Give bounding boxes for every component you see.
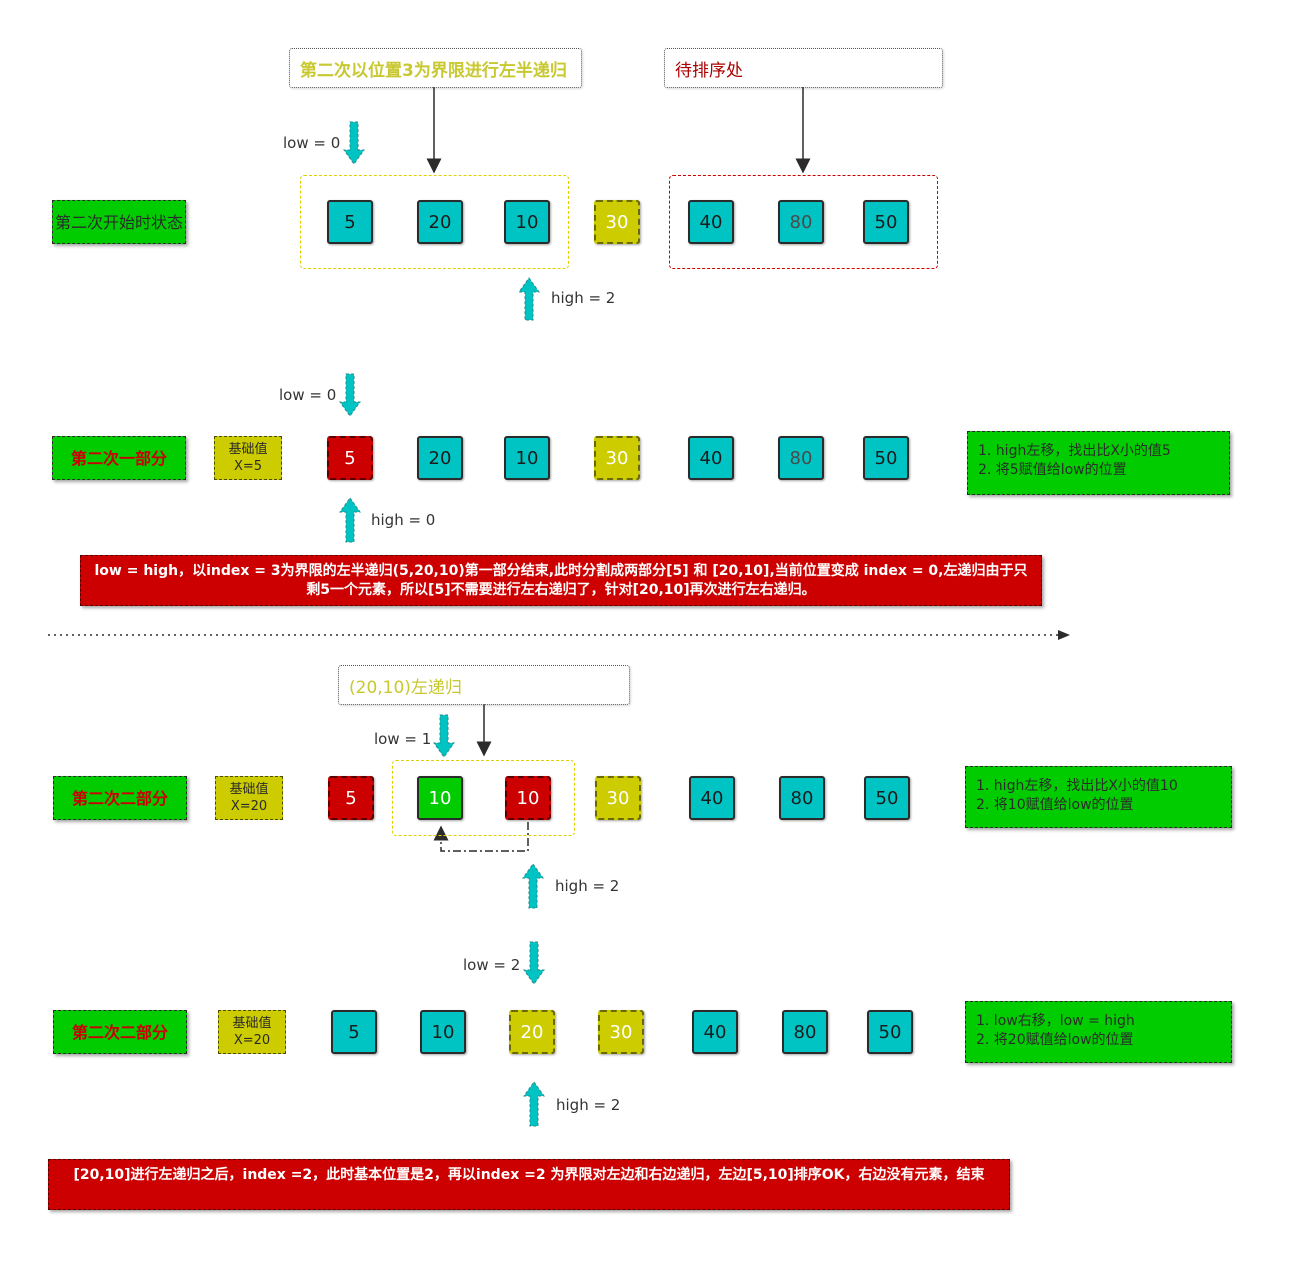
row1-cell-0: 5 <box>327 200 373 244</box>
left-partition-box <box>300 175 569 269</box>
callout-left-recursion: 第二次以位置3为界限进行左半递归 <box>289 48 582 88</box>
row1-cell-6: 50 <box>863 200 909 244</box>
row3-cell-2: 10 <box>505 776 551 820</box>
row3-high-label: high = 2 <box>555 877 620 895</box>
row2-cell-5: 80 <box>778 436 824 480</box>
row4-label: 第二次二部分 <box>53 1010 187 1054</box>
row4-cell-4: 40 <box>692 1010 738 1054</box>
row1-high-label: high = 2 <box>551 289 616 307</box>
row2-pivot: 基础值 X=5 <box>214 436 282 480</box>
row1-low-label: low = 0 <box>283 134 341 152</box>
row1-cell-2: 10 <box>504 200 550 244</box>
row1-cell-4: 40 <box>688 200 734 244</box>
red-note-1: low = high，以index = 3为界限的左半递归(5,20,10)第一… <box>80 555 1042 606</box>
row3-label: 第二次二部分 <box>53 776 187 820</box>
row2-cell-4: 40 <box>688 436 734 480</box>
sub-partition-box <box>392 760 575 836</box>
row2-label: 第二次一部分 <box>52 436 186 480</box>
row1-cell-1: 20 <box>417 200 463 244</box>
row3-cell-4: 40 <box>689 776 735 820</box>
row4-high-label: high = 2 <box>556 1096 621 1114</box>
row2-pivot-title: 基础值 <box>228 442 268 457</box>
row3-cell-0: 5 <box>328 776 374 820</box>
row3-low-label: low = 1 <box>374 730 432 748</box>
row4-low-label: low = 2 <box>463 956 521 974</box>
row4-cell-6: 50 <box>867 1010 913 1054</box>
row3-pivot: 基础值 X=20 <box>215 776 283 820</box>
row1-cell-3: 30 <box>594 200 640 244</box>
row4-cell-0: 5 <box>331 1010 377 1054</box>
row4-cell-3: 30 <box>598 1010 644 1054</box>
row4-pivot-value: X=20 <box>233 1033 271 1048</box>
row2-pivot-value: X=5 <box>233 459 263 474</box>
row2-note-line2: 2. 将5赋值给low的位置 <box>978 462 1127 478</box>
row2-high-label: high = 0 <box>371 511 436 529</box>
row4-note-line1: 1. low右移，low = high <box>976 1013 1135 1029</box>
row1-label: 第二次开始时状态 <box>52 200 186 244</box>
row3-cell-6: 50 <box>864 776 910 820</box>
row3-note: 1. high左移，找出比X小的值10 2. 将10赋值给low的位置 <box>965 766 1232 828</box>
row4-pivot-title: 基础值 <box>232 1016 272 1031</box>
row2-note: 1. high左移，找出比X小的值5 2. 将5赋值给low的位置 <box>967 431 1230 495</box>
row3-note-line2: 2. 将10赋值给low的位置 <box>976 797 1134 813</box>
row4-cell-2: 20 <box>509 1010 555 1054</box>
row2-cell-2: 10 <box>504 436 550 480</box>
row2-cell-3: 30 <box>594 436 640 480</box>
row3-pivot-title: 基础值 <box>229 782 269 797</box>
callout-pending: 待排序处 <box>664 48 943 88</box>
row2-cell-6: 50 <box>863 436 909 480</box>
row2-low-label: low = 0 <box>279 386 337 404</box>
row2-note-line1: 1. high左移，找出比X小的值5 <box>978 443 1171 459</box>
callout-left-recursion-2: (20,10)左递归 <box>338 665 630 705</box>
row4-note-line2: 2. 将20赋值给low的位置 <box>976 1032 1134 1048</box>
row2-cell-0: 5 <box>327 436 373 480</box>
red-note-2: [20,10]进行左递归之后，index =2，此时基本位置是2，再以index… <box>48 1159 1010 1210</box>
row4-cell-5: 80 <box>782 1010 828 1054</box>
row3-cell-5: 80 <box>779 776 825 820</box>
row4-cell-1: 10 <box>420 1010 466 1054</box>
row4-pivot: 基础值 X=20 <box>218 1010 286 1054</box>
row3-cell-3: 30 <box>595 776 641 820</box>
row3-note-line1: 1. high左移，找出比X小的值10 <box>976 778 1178 794</box>
row1-cell-5: 80 <box>778 200 824 244</box>
row3-pivot-value: X=20 <box>230 799 268 814</box>
row2-cell-1: 20 <box>417 436 463 480</box>
pending-partition-box <box>669 175 938 269</box>
row4-note: 1. low右移，low = high 2. 将20赋值给low的位置 <box>965 1001 1232 1063</box>
row3-cell-1: 10 <box>417 776 463 820</box>
move-path-10 <box>433 822 529 852</box>
